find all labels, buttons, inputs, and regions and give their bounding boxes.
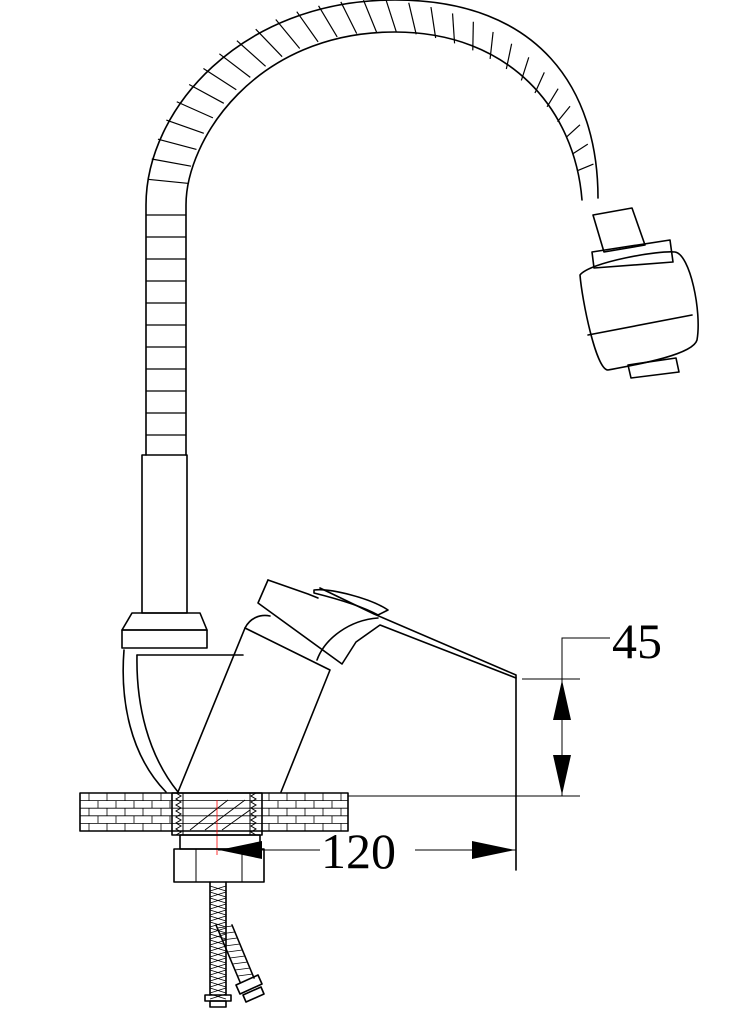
supply-hoses (204, 881, 265, 1008)
width-dimension-label: 120 (321, 823, 396, 879)
countertop-brick-hatch (79, 792, 348, 831)
faucet-body (122, 587, 517, 871)
lever-handle (257, 579, 517, 679)
dimension-arrow-down (553, 755, 571, 795)
dimension-arrow-right (472, 841, 515, 859)
spray-head (579, 207, 699, 379)
height-dimension-label: 45 (612, 613, 662, 669)
supply-hose-braid (209, 885, 253, 1000)
height-dimension: 45 (522, 613, 662, 796)
flexible-hose (145, 0, 599, 456)
width-dimension: 120 (218, 823, 516, 879)
dimension-arrow-left (219, 841, 262, 859)
swivel-riser (121, 454, 208, 649)
threaded-shank (171, 792, 265, 883)
dimension-arrow-up (553, 680, 571, 720)
hose-ribs (146, 0, 594, 436)
